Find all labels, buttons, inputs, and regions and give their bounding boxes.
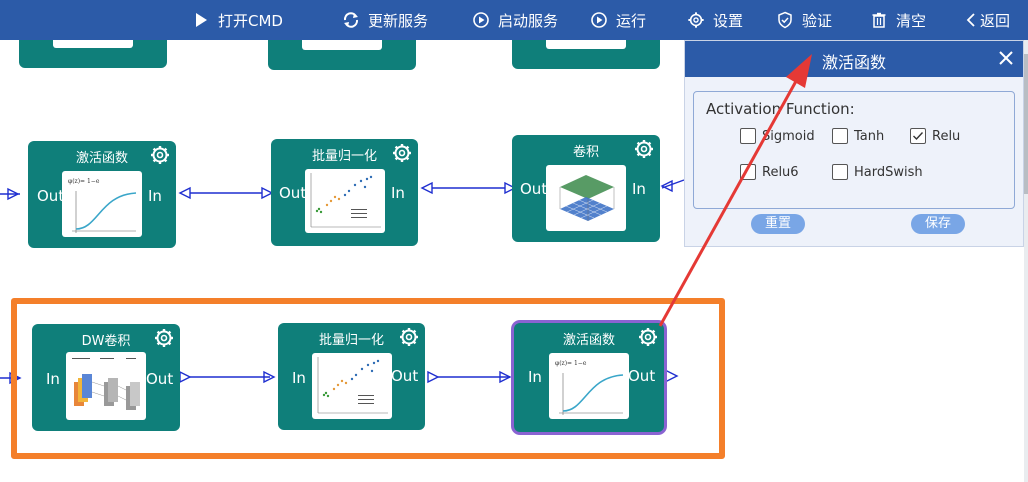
depthwise-conv-thumbnail [66,352,146,420]
update-service-button[interactable]: 更新服务 [342,8,428,32]
chevron-left-icon [962,11,975,29]
input-port-label[interactable]: In [46,370,60,388]
output-port-label[interactable]: Out [628,367,656,385]
reset-button[interactable]: 重置 [751,214,805,234]
convolution-grid-thumbnail [546,165,626,231]
connector-arrowhead [660,179,673,193]
checkbox[interactable] [740,128,756,144]
svg-text:φ(z)= 1−e: φ(z)= 1−e [555,360,587,367]
gear-icon[interactable] [399,327,419,347]
activation-legend: Activation Function: [706,100,855,118]
option-sigmoid[interactable]: Sigmoid [740,128,815,144]
gear-icon[interactable] [638,327,658,347]
node-dw-convolution[interactable]: DW卷积 In Out [32,324,180,431]
trash-icon [870,11,888,29]
play-icon [192,11,210,29]
close-icon[interactable] [997,49,1015,67]
node-activation-selected[interactable]: 激活函数 In Out φ(z)= 1−e [514,323,664,432]
option-label: Sigmoid [762,128,815,144]
top-toolbar: 打开CMD 更新服务 启动服务 运行 设置 验证 清空 返回 [0,0,1028,40]
save-button[interactable]: 保存 [911,214,965,234]
toolbar-label: 清空 [896,11,927,30]
verify-button[interactable]: 验证 [776,8,832,32]
refresh-icon [342,11,360,29]
check-icon [913,132,924,141]
node-title: 激活函数 [75,151,128,166]
selected-group-frame [11,298,725,459]
node-title: 批量归一化 [318,333,384,348]
vertical-scrollbar[interactable] [1024,40,1028,482]
connector-arrowhead [178,186,191,200]
scatter-plot-thumbnail [305,169,385,233]
output-port-label[interactable]: Out [391,367,419,385]
node-batchnorm[interactable]: 批量归一化 In Out [278,323,425,430]
node-title: 批量归一化 [311,149,377,164]
option-hardswish[interactable]: HardSwish [832,164,923,180]
toolbar-label: 设置 [713,11,744,30]
node-title: DW卷积 [81,334,131,349]
toolbar-label: 更新服务 [368,11,429,30]
sigmoid-curve-thumbnail: φ(z)= 1−e [62,171,142,237]
run-button[interactable]: 运行 [590,8,646,32]
gear-icon[interactable] [634,139,654,159]
input-port-label[interactable]: In [292,369,306,387]
toolbar-label: 验证 [802,11,833,30]
checkbox[interactable] [740,164,756,180]
output-port-label[interactable]: Out [146,370,174,388]
connector-arrowhead [420,181,433,195]
panel-title: 激活函数 [821,53,886,72]
output-port-label[interactable]: Out [279,184,307,202]
sigmoid-curve-thumbnail: φ(z)= 1−e [549,353,629,419]
input-port-label[interactable]: In [528,368,542,386]
node-batchnorm[interactable]: 批量归一化 Out In [271,139,418,246]
toolbar-label: 运行 [616,11,647,30]
gear-icon[interactable] [392,143,412,163]
scrollbar-thumb[interactable] [1024,54,1028,194]
option-relu[interactable]: Relu [910,128,960,144]
node-convolution[interactable]: 卷积 Out In [512,135,660,242]
input-port-label[interactable]: In [391,184,405,202]
panel-header: 激活函数 [685,41,1023,77]
svg-text:φ(z)= 1−e: φ(z)= 1−e [68,178,100,185]
option-label: Relu [932,128,961,144]
shield-icon [776,11,794,29]
connector-line [661,179,685,189]
activation-settings-panel: 激活函数 Activation Function: Sigmoid Tanh R… [684,40,1024,247]
gear-icon[interactable] [150,145,170,165]
scatter-plot-thumbnail [312,353,392,419]
toolbar-label: 返回 [980,11,1011,30]
checkbox[interactable] [832,128,848,144]
back-button[interactable]: 返回 [962,8,1010,32]
connector-arrowhead [7,187,20,201]
gear-icon[interactable] [154,328,174,348]
option-label: Tanh [854,128,885,144]
option-label: Relu6 [762,164,799,180]
clear-button[interactable]: 清空 [870,8,926,32]
output-port-label[interactable]: Out [37,187,65,205]
checkbox-checked[interactable] [910,128,926,144]
option-label: HardSwish [854,164,923,180]
open-cmd-button[interactable]: 打开CMD [192,8,283,32]
node-activation[interactable]: 激活函数 Out In φ(z)= 1−e [28,141,176,248]
node-title: 激活函数 [562,333,615,348]
start-icon [472,11,490,29]
checkbox[interactable] [832,164,848,180]
toolbar-label: 启动服务 [498,11,559,30]
output-port-label[interactable]: Out [520,180,548,198]
node-title: 卷积 [572,145,599,160]
option-relu6[interactable]: Relu6 [740,164,799,180]
activation-options-group: Activation Function: Sigmoid Tanh Relu R… [693,91,1015,209]
gear-icon [687,11,705,29]
run-icon [590,11,608,29]
input-port-label[interactable]: In [632,180,646,198]
option-tanh[interactable]: Tanh [832,128,884,144]
start-service-button[interactable]: 启动服务 [472,8,558,32]
settings-button[interactable]: 设置 [687,8,743,32]
input-port-label[interactable]: In [148,187,162,205]
toolbar-label: 打开CMD [218,11,283,30]
